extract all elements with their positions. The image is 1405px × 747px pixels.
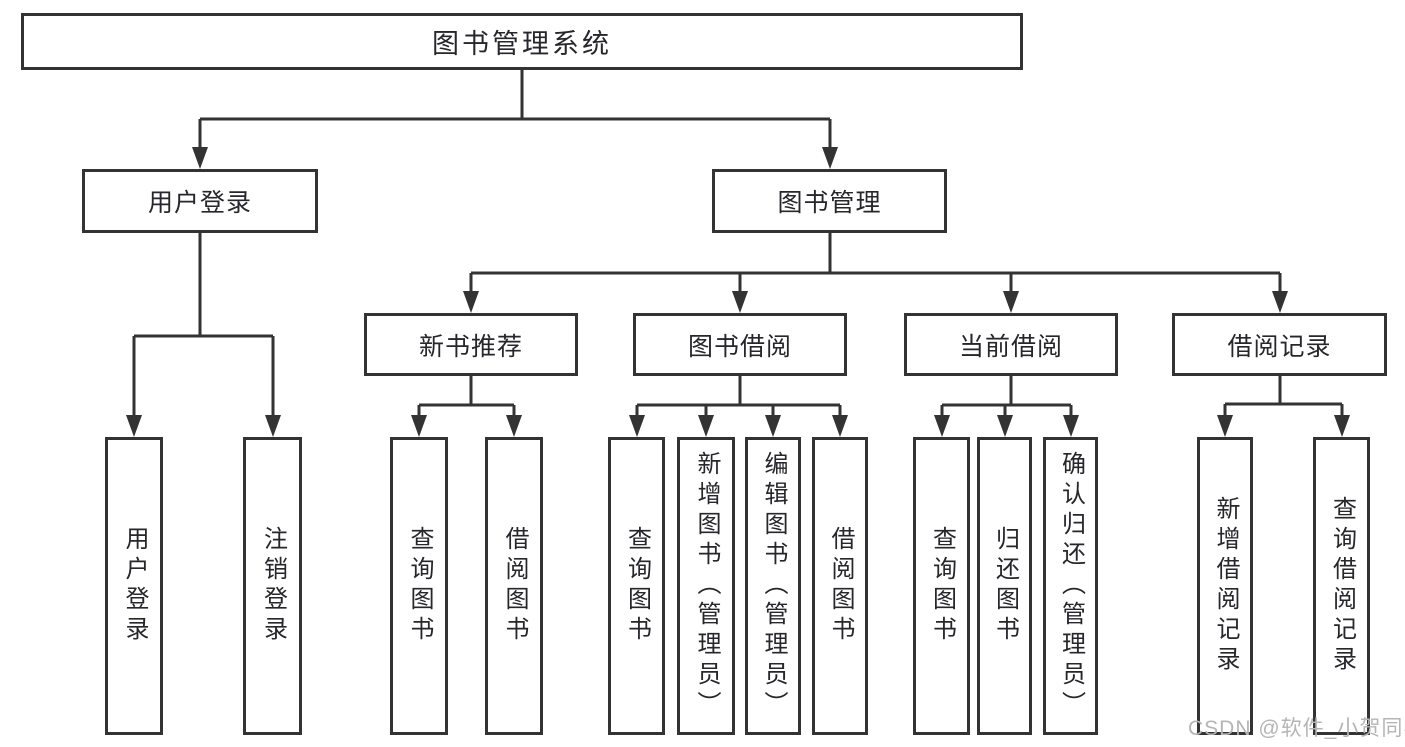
leaf-cb-query-books: 查询图书: [913, 437, 970, 735]
node-current-borrowing: 当前借阅: [904, 313, 1118, 376]
connector-borrow-records-children: [1217, 376, 1350, 437]
leaf-bb-edit-books-admin: 编辑图书（管理员）: [745, 437, 801, 735]
leaf-label: 确认归还（管理员）: [1057, 451, 1085, 721]
leaf-bb-borrow-books: 借阅图书: [812, 437, 868, 735]
leaf-label: 查询图书: [406, 526, 433, 646]
csdn-watermark: CSDN @软件_小贺同学: [1188, 717, 1405, 740]
connector-current-borrow-children: [934, 376, 1079, 437]
connector-root-to-level2: [192, 70, 838, 169]
leaf-label: 编辑图书（管理员）: [760, 451, 787, 721]
node-borrowing-records: 借阅记录: [1172, 313, 1387, 376]
node-label: 图书借阅: [687, 332, 792, 361]
node-user-login: 用户登录: [82, 169, 318, 233]
connector-book-mgmt-children: [463, 233, 1288, 313]
leaf-label: 归还图书: [991, 526, 1019, 646]
node-library-management-system: 图书管理系统: [21, 13, 1023, 70]
leaf-user-login: 用户登录: [105, 437, 163, 735]
leaf-logout: 注销登录: [243, 437, 302, 735]
leaf-cb-return-books: 归还图书: [977, 437, 1032, 735]
leaf-label: 借阅图书: [501, 526, 528, 646]
connector-new-book-rec-children: [411, 376, 522, 437]
leaf-bb-query-books: 查询图书: [608, 437, 665, 735]
leaf-rec-query-books: 查询图书: [390, 437, 448, 735]
node-new-book-recommendation: 新书推荐: [364, 313, 578, 376]
leaf-label: 查询借阅记录: [1328, 496, 1356, 676]
leaf-label: 查询图书: [623, 526, 651, 646]
node-label: 新书推荐: [418, 332, 523, 361]
connector-user-login-children: [126, 233, 281, 437]
node-book-management: 图书管理: [712, 169, 947, 233]
leaf-br-add-borrow-record: 新增借阅记录: [1197, 437, 1253, 735]
leaf-rec-borrow-books: 借阅图书: [485, 437, 543, 735]
leaf-label: 新增借阅记录: [1212, 496, 1239, 676]
leaf-cb-confirm-return-admin: 确认归还（管理员）: [1043, 437, 1098, 735]
leaf-label: 用户登录: [121, 526, 148, 646]
leaf-bb-add-books-admin: 新增图书（管理员）: [677, 437, 735, 735]
leaf-label: 借阅图书: [827, 526, 854, 646]
node-book-borrowing: 图书借阅: [633, 313, 847, 376]
leaf-br-query-borrow-record: 查询借阅记录: [1313, 437, 1370, 735]
connector-book-borrow-children: [629, 376, 848, 437]
leaf-label: 注销登录: [259, 526, 287, 646]
node-label: 借阅记录: [1227, 332, 1332, 361]
leaf-label: 查询图书: [928, 526, 956, 646]
node-label: 图书管理: [777, 189, 882, 217]
leaf-label: 新增图书（管理员）: [693, 451, 720, 721]
node-label: 用户登录: [147, 189, 252, 217]
node-label: 图书管理系统: [432, 29, 612, 59]
node-label: 当前借阅: [958, 332, 1063, 361]
